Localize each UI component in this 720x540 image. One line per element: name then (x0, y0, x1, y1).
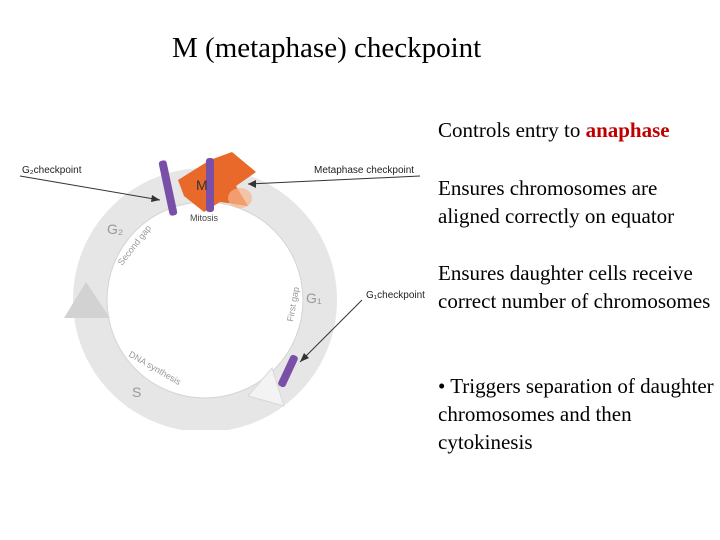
m-phase-label: M (196, 177, 208, 193)
g2-checkpoint-arrow (151, 195, 160, 202)
bullet-controls-entry-text: Controls entry to (438, 118, 586, 142)
s-phase-arrowhead (64, 282, 110, 318)
g1-checkpoint-bar (278, 354, 298, 388)
slide-title: M (metaphase) checkpoint (172, 32, 482, 64)
s-phase-label: S (132, 384, 141, 400)
g2-checkpoint-bar (158, 160, 178, 216)
metaphase-checkpoint-bar (206, 158, 214, 212)
bullet-controls-entry: Controls entry to anaphase (438, 116, 670, 144)
bullet-aligned-equator: Ensures chromosomes are aligned correctl… (438, 176, 675, 228)
mitosis-glow (228, 188, 252, 208)
metaphase-checkpoint-label: Metaphase checkpoint (314, 165, 414, 176)
metaphase-checkpoint-line (247, 175, 421, 185)
g1-arrowhead (247, 366, 285, 407)
g1-checkpoint-arrow (300, 353, 309, 362)
bullet-correct-number: Ensures daughter cells receive correct n… (438, 261, 711, 313)
g2-checkpoint-line (19, 175, 161, 201)
g2-checkpoint-label: G₂checkpoint (22, 165, 82, 176)
metaphase-checkpoint-arrow (248, 180, 256, 188)
cell-cycle-diagram: G₂checkpoint Metaphase checkpoint G₁chec… (19, 152, 425, 430)
mitosis-label: Mitosis (190, 213, 219, 223)
first-gap-label: First gap (285, 286, 301, 322)
anaphase-highlight: anaphase (585, 118, 670, 142)
g1-checkpoint-label: G₁checkpoint (366, 290, 425, 301)
bullet-triggers-separation: • Triggers separation of daughter chromo… (438, 374, 714, 454)
g1-checkpoint-line (299, 299, 363, 363)
g2-phase-label: G₂ (107, 221, 123, 237)
g1-phase-label: G₁ (306, 290, 322, 306)
cycle-ring-inner-edge (106, 201, 304, 399)
